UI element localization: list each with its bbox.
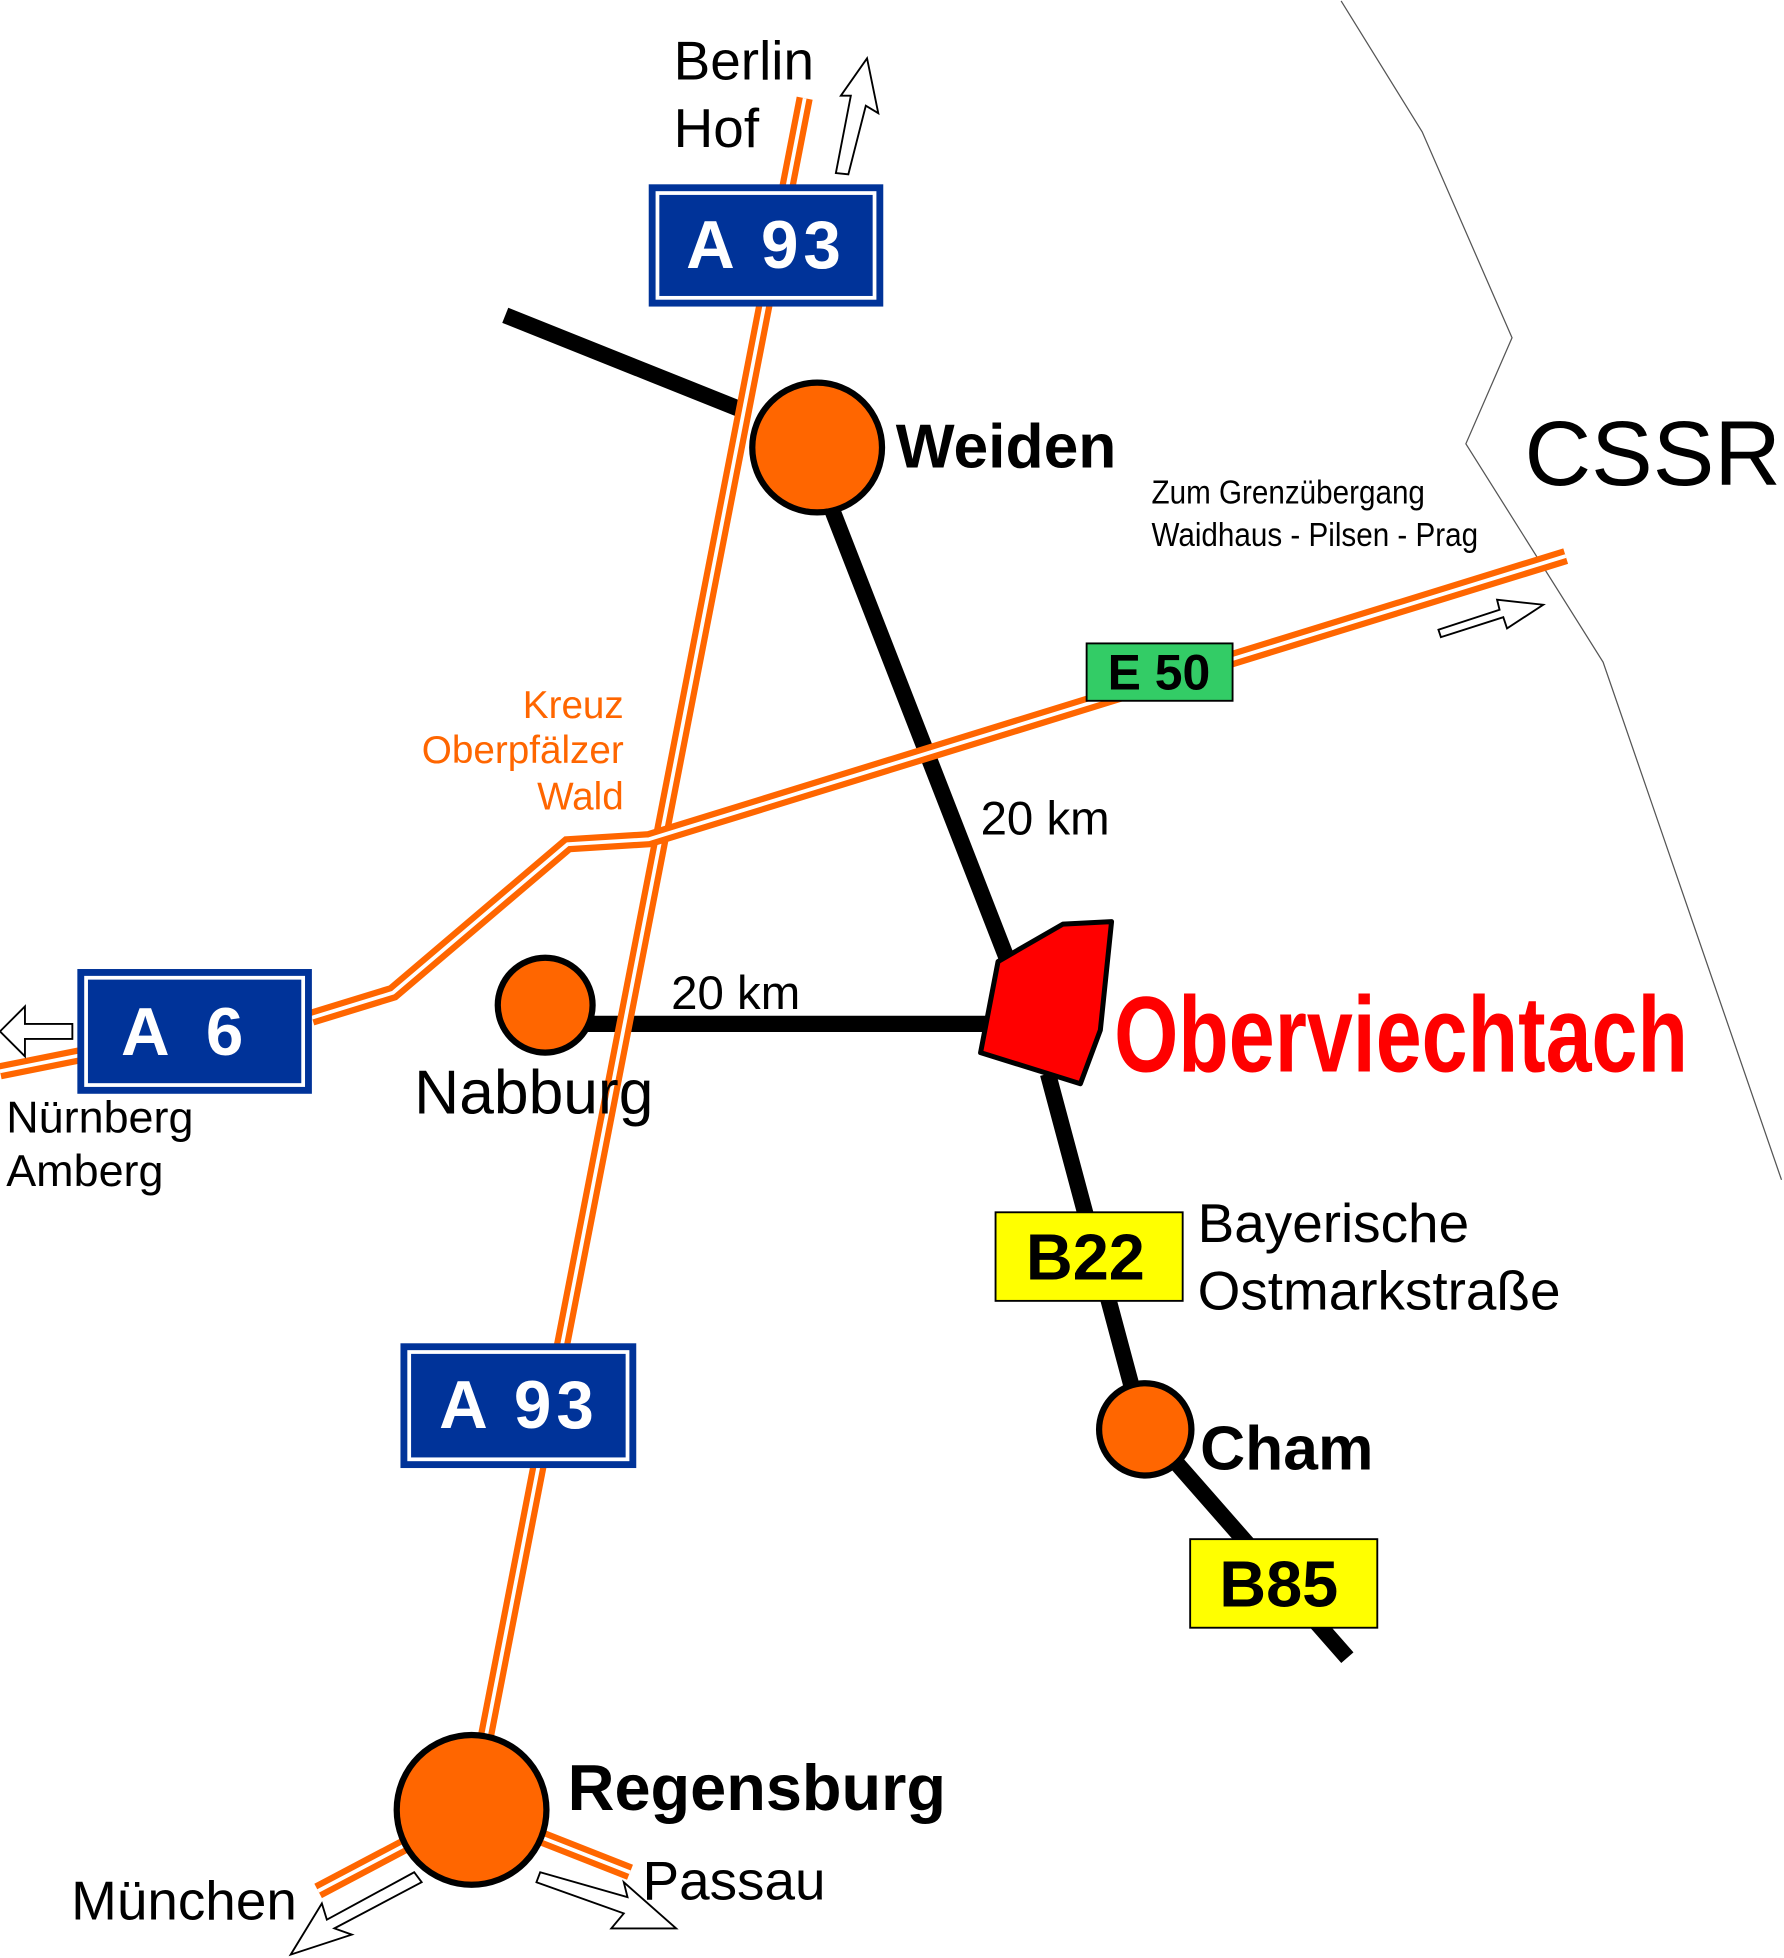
country-label: CSSR: [1525, 401, 1781, 505]
dest-muenchen: München: [71, 1870, 297, 1932]
sign-b85-label: B85: [1219, 1548, 1338, 1621]
motorway-a93: [463, 96, 813, 1812]
road-weiden-oberviechtach: [815, 484, 1019, 971]
town-weiden-label: Weiden: [896, 413, 1117, 482]
border-crossing-line2: Waidhaus - Pilsen - Prag: [1151, 515, 1478, 553]
town-weiden-marker: [749, 379, 886, 516]
road-weiden-west: [502, 307, 752, 421]
sign-e50-label: E 50: [1108, 645, 1211, 701]
interchange-line3: Wald: [537, 775, 624, 818]
arrow-southeast-icon: [535, 1871, 679, 1930]
dest-berlin: Berlin: [674, 30, 814, 92]
b22-name-line1: Bayerische: [1198, 1192, 1469, 1254]
town-regensburg-label: Regensburg: [568, 1751, 946, 1824]
town-nabburg-marker: [494, 954, 596, 1056]
sign-a93-south-label: A 93: [439, 1368, 599, 1443]
interchange-line2: Oberpfälzer: [422, 729, 624, 772]
sign-a6: A 6: [77, 969, 312, 1094]
town-oberviechtach-marker: [978, 919, 1115, 1087]
distance-weiden: 20 km: [981, 792, 1110, 845]
sign-a93-north: A 93: [648, 184, 884, 307]
distance-nabburg: 20 km: [671, 967, 800, 1020]
border-line: [1340, 0, 1783, 1181]
border-crossing-line1: Zum Grenzübergang: [1151, 473, 1424, 511]
arrow-west-icon: [0, 1004, 74, 1059]
dest-passau: Passau: [642, 1850, 825, 1912]
sign-a93-south: A 93: [400, 1343, 637, 1469]
town-cham-marker: [1095, 1380, 1195, 1479]
dest-hof: Hof: [674, 97, 760, 159]
arrow-southwest-icon: [288, 1871, 424, 1957]
interchange-line1: Kreuz: [523, 684, 624, 727]
b22-name-line2: Ostmarkstraße: [1198, 1260, 1561, 1322]
sign-e50: E 50: [1085, 642, 1234, 702]
arrow-east-icon: [1437, 598, 1546, 639]
sign-b22: B22: [994, 1211, 1184, 1302]
town-nabburg-label: Nabburg: [414, 1059, 653, 1128]
sign-b22-label: B22: [1026, 1221, 1145, 1294]
town-cham-label: Cham: [1200, 1414, 1373, 1483]
arrow-north-icon: [834, 55, 880, 176]
dest-nuernberg: Nürnberg: [6, 1091, 193, 1142]
sign-a6-label: A 6: [121, 995, 253, 1070]
dest-amberg: Amberg: [6, 1145, 163, 1196]
motorway-e50-a6: [0, 548, 1569, 1080]
sign-a93-north-label: A 93: [686, 208, 846, 283]
town-oberviechtach-label: Oberviechtach: [1114, 975, 1688, 1095]
town-regensburg-marker: [393, 1731, 550, 1888]
sign-b85: B85: [1189, 1538, 1379, 1629]
